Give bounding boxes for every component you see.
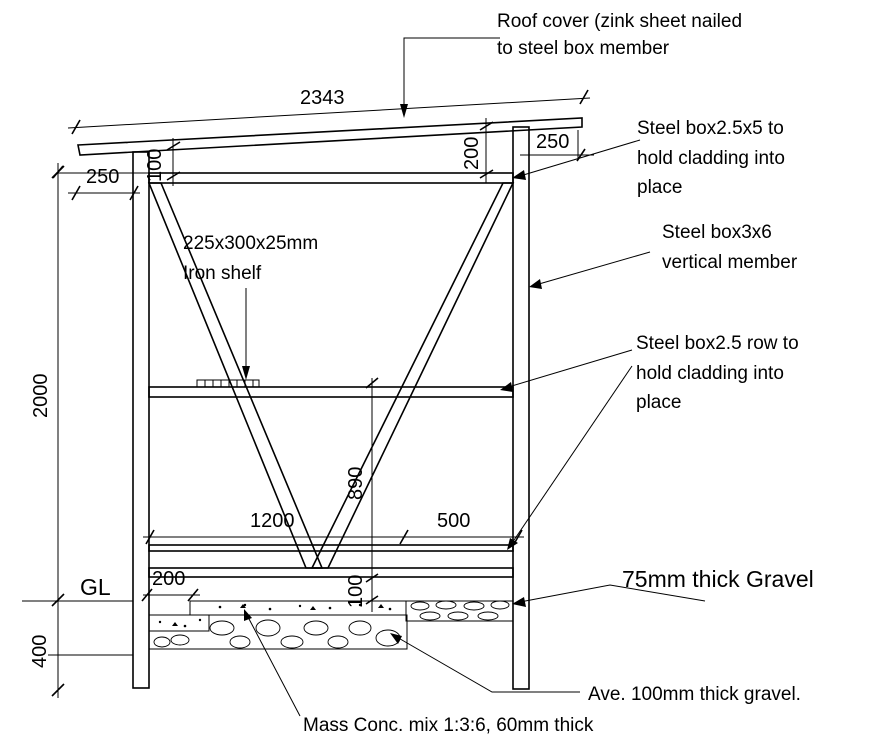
shelf-label-1: 225x300x25mm xyxy=(183,233,318,254)
height-dim: 2000 xyxy=(30,374,52,419)
bottom-rail xyxy=(148,567,514,578)
row-label-3: place xyxy=(636,392,681,413)
concrete-step xyxy=(148,614,210,632)
cladding-top-label-3: place xyxy=(637,177,682,198)
top-gap-left-dim: 100 xyxy=(144,149,166,182)
concrete-hatch xyxy=(158,603,392,628)
bottom-left-span-dim: 1200 xyxy=(250,510,295,532)
gravel-stones xyxy=(153,619,401,649)
right-brace xyxy=(310,182,515,569)
top-overhang-right-dim: 250 xyxy=(536,131,569,153)
vertical-label-2: vertical member xyxy=(662,252,798,273)
row-label-2: hold cladding into xyxy=(636,363,784,384)
left-post xyxy=(132,151,150,689)
base-rail xyxy=(148,544,514,552)
top-rail xyxy=(148,172,514,184)
gravel-75-label: 75mm thick Gravel xyxy=(622,566,814,592)
roof-label-2: to steel box member xyxy=(497,38,670,59)
concrete-slab xyxy=(189,600,407,616)
top-overhang-left-dim: 250 xyxy=(86,166,119,188)
foundation-depth-dim: 400 xyxy=(29,635,51,668)
cladding-top-label-1: Steel box2.5x5 to xyxy=(637,118,784,139)
mid-height-dim: 890 xyxy=(345,467,367,500)
roof-leader xyxy=(403,37,500,110)
concrete-label: Mass Conc. mix 1:3:6, 60mm thick xyxy=(303,715,594,736)
ground-level-label: GL xyxy=(80,574,111,600)
roof-label-1: Roof cover (zink sheet nailed xyxy=(497,11,742,32)
base-offset-dim: 200 xyxy=(152,568,185,590)
gravel-layer-100 xyxy=(148,614,408,650)
top-gap-right-dim: 200 xyxy=(461,137,483,170)
row-label-1: Steel box2.5 row to xyxy=(636,333,799,354)
roof-length-dim: 2343 xyxy=(300,87,345,109)
gravel-layer-75 xyxy=(405,600,514,622)
iron-shelf xyxy=(196,379,260,388)
shelf-label-2: Iron shelf xyxy=(183,263,262,284)
roof-sheet xyxy=(77,117,583,156)
cladding-top-label-2: hold cladding into xyxy=(637,148,785,169)
bottom-right-span-dim: 500 xyxy=(437,510,470,532)
right-post xyxy=(512,126,530,690)
base-gap-dim: 100 xyxy=(345,575,367,608)
gravel-stones-75 xyxy=(410,600,510,621)
gravel-100-label: Ave. 100mm thick gravel. xyxy=(588,684,801,705)
roof-dimension-line xyxy=(67,97,591,129)
vertical-label-1: Steel box3x6 xyxy=(662,222,772,243)
shelf-rail xyxy=(148,386,514,398)
